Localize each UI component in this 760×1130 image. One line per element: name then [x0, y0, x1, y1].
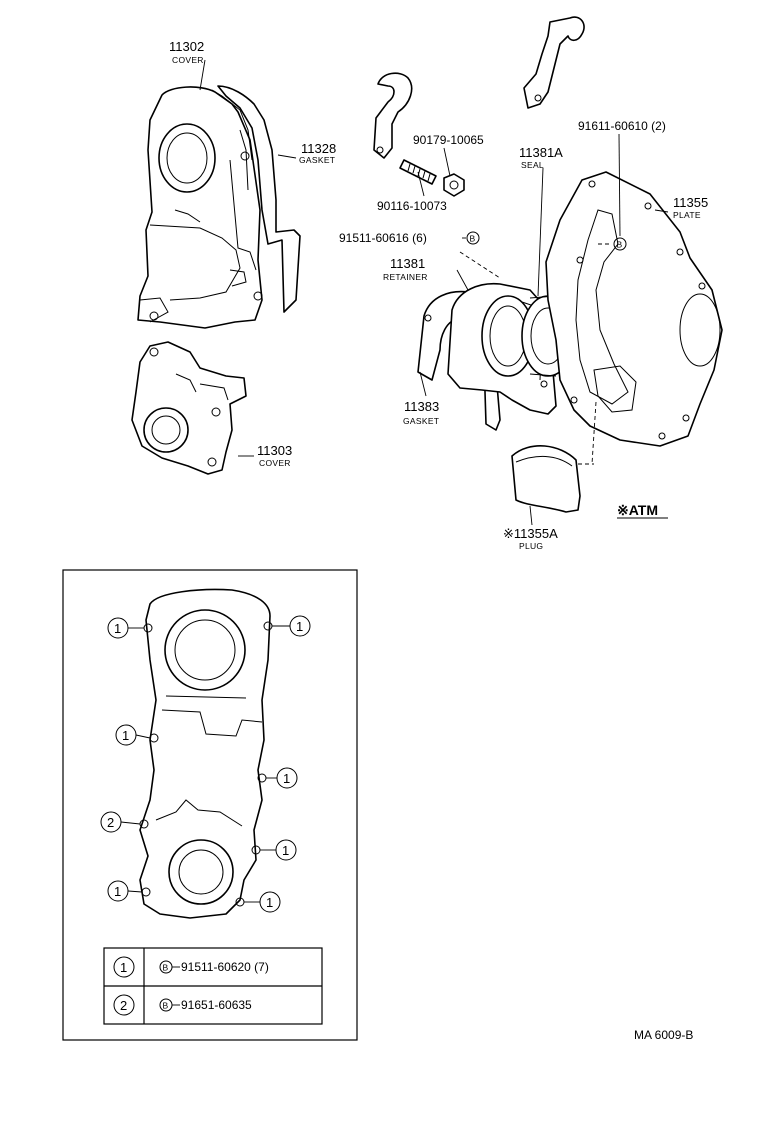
bolt-marker-91611: B — [613, 237, 627, 251]
atm-note: ※ATM — [617, 502, 658, 518]
callout-number: 1 — [296, 619, 303, 634]
inset-frame — [62, 569, 358, 1041]
inset-callout-bottom-right: 1 — [244, 891, 281, 913]
lower-timing-cover-drawing — [131, 341, 247, 475]
callout-number: 1 — [266, 895, 273, 910]
bolt-marker-91511-text: B — [470, 234, 476, 244]
label-90179-number: 90179-10065 — [413, 133, 484, 147]
upper-hanger-bracket-drawing — [523, 16, 585, 109]
cover-gasket-drawing — [217, 85, 301, 313]
label-11381-number: 11381 — [390, 256, 425, 271]
legend-row-2: 2 B 91651-60635 — [113, 994, 252, 1016]
callout-number: 1 — [114, 621, 121, 636]
legend-row-1-key: 1 — [120, 960, 127, 975]
label-11381A-name: SEAL — [521, 160, 544, 170]
label-11303-name: COVER — [259, 458, 291, 468]
label-11355A-number: ※11355A — [503, 526, 558, 541]
callout-number: 1 — [114, 884, 121, 899]
upper-timing-cover-drawing — [137, 86, 263, 329]
legend-row-2-part: 91651-60635 — [181, 998, 252, 1012]
callout-number: 1 — [122, 728, 129, 743]
inset-callout-type2: 2 — [100, 811, 141, 833]
bolt-legend-table: 1 B 91511-60620 (7) 2 B 91651-60635 — [103, 947, 323, 1025]
label-11328-name: GASKET — [299, 155, 335, 165]
bolt-marker-91611-text: B — [617, 240, 623, 250]
inset-callout-top-right: 1 — [272, 615, 311, 637]
legend-row-1: 1 B 91511-60620 (7) — [113, 956, 269, 978]
label-11302-number: 11302 — [169, 39, 204, 54]
label-11383-number: 11383 — [404, 399, 439, 414]
inset-callout-mid-left: 1 — [115, 724, 151, 746]
legend-row-1-marker: B — [163, 963, 169, 973]
leader-lines — [199, 59, 669, 526]
label-11355-number: 11355 — [673, 195, 708, 210]
label-11328-number: 11328 — [301, 141, 336, 156]
diagram-reference-code: MA 6009-B — [634, 1028, 693, 1042]
label-90116-number: 90116-10073 — [377, 199, 447, 213]
inset-assembled-cover-drawing — [139, 588, 273, 919]
label-11355A-name: PLUG — [519, 541, 543, 551]
label-91611-number: 91611-60610 (2) — [578, 119, 666, 133]
inset-callout-mid-right: 1 — [266, 767, 298, 789]
callout-number: 2 — [107, 815, 114, 830]
label-91511-number: 91511-60616 (6) — [339, 231, 427, 245]
end-plate-drawing — [545, 171, 723, 447]
legend-row-2-key: 2 — [120, 998, 127, 1013]
plug-drawing — [511, 445, 581, 513]
legend-row-2-marker: B — [163, 1001, 169, 1011]
inset-callout-top-left: 1 — [107, 617, 144, 639]
callout-number: 1 — [282, 843, 289, 858]
label-11381-name: RETAINER — [383, 272, 428, 282]
hex-nut-drawing — [443, 173, 465, 197]
label-11302-name: COVER — [172, 55, 204, 65]
engine-hanger-bracket-drawing — [373, 72, 413, 159]
inset-callout-bottom-left: 1 — [107, 880, 143, 902]
label-11355-name: PLATE — [673, 210, 701, 220]
label-11381A-number: 11381A — [519, 145, 563, 160]
label-11383-name: GASKET — [403, 416, 439, 426]
legend-row-1-part: 91511-60620 (7) — [181, 960, 269, 974]
inset-callout-lower-right: 1 — [260, 839, 297, 861]
callout-number: 1 — [283, 771, 290, 786]
label-11303-number: 11303 — [257, 443, 292, 458]
bolt-marker-91511: B — [466, 231, 480, 245]
